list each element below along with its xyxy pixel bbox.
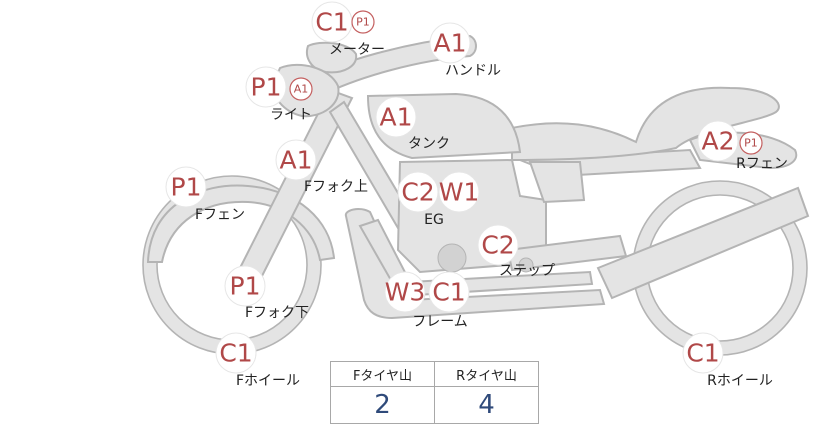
grade-text: A2 bbox=[701, 127, 734, 156]
handlebar-shape bbox=[293, 34, 477, 98]
grade-text: P1 bbox=[356, 16, 370, 29]
grade-text: W1 bbox=[439, 178, 480, 207]
rear-tread-header: Rタイヤ山 bbox=[434, 361, 539, 387]
meter-shape bbox=[306, 41, 358, 74]
part-label: Fフォク上 bbox=[304, 179, 368, 195]
grade-badge: C2 bbox=[397, 171, 439, 213]
part-label: タンク bbox=[408, 136, 450, 152]
grade-text: P1 bbox=[171, 173, 202, 202]
rear-tread-value: 4 bbox=[434, 386, 539, 424]
part-light: P1 A1 ライト bbox=[245, 66, 313, 123]
part-label: ライト bbox=[270, 107, 312, 123]
grade-badge: W3 bbox=[384, 271, 426, 313]
grade-badge: C1 bbox=[215, 332, 257, 374]
part-meter: C1 P1 メーター bbox=[311, 1, 385, 58]
grade-text: A1 bbox=[379, 103, 412, 132]
swingarm-shape bbox=[596, 186, 810, 300]
front-tread-header: Fタイヤ山 bbox=[330, 361, 435, 387]
grade-text: C2 bbox=[401, 178, 434, 207]
step-shape bbox=[506, 234, 628, 272]
seat-shape bbox=[511, 86, 780, 162]
grade-text: P1 bbox=[744, 137, 758, 150]
part-label: Fホイール bbox=[236, 373, 300, 389]
step-peg-shape bbox=[518, 257, 534, 273]
part-tank: A1 タンク bbox=[375, 96, 450, 152]
grade-badge: A2 bbox=[697, 120, 739, 162]
part-step: C2 ステップ bbox=[477, 224, 555, 279]
engine-cover-shape bbox=[437, 243, 467, 273]
grade-badge: C1 bbox=[428, 271, 470, 313]
grade-badge: A1 bbox=[375, 96, 417, 138]
grade-text: P1 bbox=[230, 272, 261, 301]
grade-badge: A1 bbox=[275, 139, 317, 181]
grade-badge: C1 bbox=[682, 332, 724, 374]
front-tread-value: 2 bbox=[330, 386, 435, 424]
tire-tread-table: Fタイヤ山 Rタイヤ山 2 4 bbox=[330, 361, 539, 424]
part-label: Fフェン bbox=[195, 207, 245, 223]
grade-text: C1 bbox=[315, 8, 348, 37]
part-handle: A1 ハンドル bbox=[429, 22, 501, 79]
grade-badge: P1 bbox=[224, 265, 266, 307]
part-label: Fフォク下 bbox=[245, 305, 309, 321]
grade-text: A1 bbox=[433, 29, 466, 58]
part-label: メーター bbox=[329, 42, 385, 58]
part-label: Rフェン bbox=[736, 156, 788, 172]
grade-badge: P1 bbox=[245, 66, 287, 108]
grade-badge: W1 bbox=[438, 171, 480, 213]
part-label: ハンドル bbox=[445, 63, 501, 79]
grade-text: C2 bbox=[481, 231, 514, 260]
part-label: ステップ bbox=[499, 263, 555, 279]
grade-badge: P1 bbox=[351, 10, 375, 34]
grade-text: W3 bbox=[385, 278, 426, 307]
grade-badge: P1 bbox=[165, 166, 207, 208]
grade-badge: A1 bbox=[429, 22, 471, 64]
grade-text: A1 bbox=[294, 83, 309, 96]
grade-badge: C1 bbox=[311, 1, 353, 43]
grade-badge: P1 bbox=[739, 131, 763, 155]
grade-badge: C2 bbox=[477, 224, 519, 266]
grade-badge: A1 bbox=[289, 77, 313, 101]
grade-text: C1 bbox=[219, 339, 252, 368]
grade-text: C1 bbox=[686, 339, 719, 368]
part-label: Rホイール bbox=[707, 373, 773, 389]
part-label: フレーム bbox=[412, 314, 468, 330]
exhaust-shape bbox=[344, 208, 606, 320]
grade-text: P1 bbox=[251, 73, 282, 102]
side-panel-shape bbox=[528, 161, 586, 204]
part-label: EG bbox=[424, 212, 444, 228]
grade-text: C1 bbox=[432, 278, 465, 307]
grade-text: A1 bbox=[279, 146, 312, 175]
